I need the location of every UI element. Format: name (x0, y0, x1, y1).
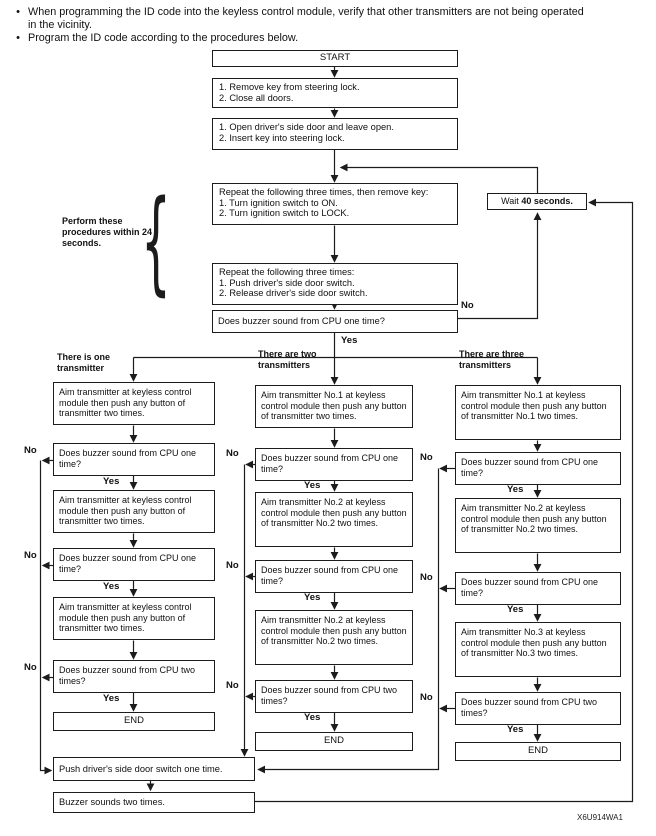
note-text: Program the ID code according to the pro… (28, 32, 299, 44)
push-door-switch-box: Push driver's side door switch one time. (53, 757, 255, 781)
col1-question-one-time-box-2: Does buzzer sound from CPU one time? (53, 548, 215, 581)
yes-label: Yes (507, 604, 524, 615)
step-open-door-box: 1. Open driver's side door and leave ope… (212, 118, 458, 150)
col3-question-one-time-box-1: Does buzzer sound from CPU one time? (455, 452, 621, 485)
bullet-icon: • (16, 32, 20, 44)
col3-aim-no3-box: Aim transmitter No.3 at keyless control … (455, 622, 621, 677)
col2-question-one-time-box-1: Does buzzer sound from CPU one time? (255, 448, 413, 481)
wait-duration: 40 seconds. (521, 196, 573, 207)
brace-note: Perform these procedures within 24 secon… (62, 216, 153, 248)
col2-aim-no2-box-2: Aim transmitter No.2 at keyless control … (255, 610, 413, 665)
col2-aim-no1-box: Aim transmitter No.1 at keyless control … (255, 385, 413, 428)
col3-end-box: END (455, 742, 621, 761)
question-buzzer-one-main-box: Does buzzer sound from CPU one time? (212, 310, 458, 333)
column-two-header: There are two transmitters (258, 349, 317, 370)
no-label: No (24, 445, 37, 456)
no-label: No (420, 452, 433, 463)
note-row: • When programming the ID code into the … (8, 6, 644, 32)
yes-label: Yes (507, 724, 524, 735)
col2-question-one-time-box-2: Does buzzer sound from CPU one time? (255, 560, 413, 593)
note-row: • Program the ID code according to the p… (8, 32, 644, 45)
col1-question-one-time-box-1: Does buzzer sound from CPU one time? (53, 443, 215, 476)
col1-aim-box-1: Aim transmitter at keyless control modul… (53, 382, 215, 425)
no-label: No (24, 662, 37, 673)
step-door-switch-box: Repeat the following three times: 1. Pus… (212, 263, 458, 305)
col2-question-two-times-box: Does buzzer sound from CPU two times? (255, 680, 413, 713)
intro-notes: • When programming the ID code into the … (8, 6, 644, 45)
yes-label: Yes (304, 712, 321, 723)
no-label: No (226, 680, 239, 691)
yes-label: Yes (304, 480, 321, 491)
yes-label: Yes (341, 335, 358, 346)
no-label: No (461, 300, 474, 311)
figure-code: X6U914WA1 (577, 813, 623, 822)
col3-aim-no2-box: Aim transmitter No.2 at keyless control … (455, 498, 621, 553)
no-label: No (420, 692, 433, 703)
buzzer-sounds-box: Buzzer sounds two times. (53, 792, 255, 813)
brace: { (141, 177, 171, 307)
start-box: START (212, 50, 458, 67)
col3-question-one-time-box-2: Does buzzer sound from CPU one time? (455, 572, 621, 605)
col3-question-two-times-box: Does buzzer sound from CPU two times? (455, 692, 621, 725)
column-three-header: There are three transmitters (459, 349, 525, 370)
yes-label: Yes (103, 476, 120, 487)
col2-aim-no2-box-1: Aim transmitter No.2 at keyless control … (255, 492, 413, 547)
yes-label: Yes (304, 592, 321, 603)
step-remove-key-box: 1. Remove key from steering lock. 2. Clo… (212, 78, 458, 108)
wait-40-seconds-box: Wait 40 seconds. (487, 193, 587, 210)
note-text: When programming the ID code into the ke… (28, 6, 584, 31)
col1-end-box: END (53, 712, 215, 731)
no-label: No (226, 448, 239, 459)
wait-prefix: Wait (501, 196, 519, 207)
yes-label: Yes (507, 484, 524, 495)
yes-label: Yes (103, 693, 120, 704)
bullet-icon: • (16, 6, 20, 18)
step-ignition-box: Repeat the following three times, then r… (212, 183, 458, 225)
no-label: No (226, 560, 239, 571)
no-label: No (420, 572, 433, 583)
col3-aim-no1-box: Aim transmitter No.1 at keyless control … (455, 385, 621, 440)
col1-question-two-times-box: Does buzzer sound from CPU two times? (53, 660, 215, 693)
col2-end-box: END (255, 732, 413, 751)
column-one-header: There is one transmitter (57, 352, 111, 373)
no-label: No (24, 550, 37, 561)
col1-aim-box-3: Aim transmitter at keyless control modul… (53, 597, 215, 640)
yes-label: Yes (103, 581, 120, 592)
col1-aim-box-2: Aim transmitter at keyless control modul… (53, 490, 215, 533)
